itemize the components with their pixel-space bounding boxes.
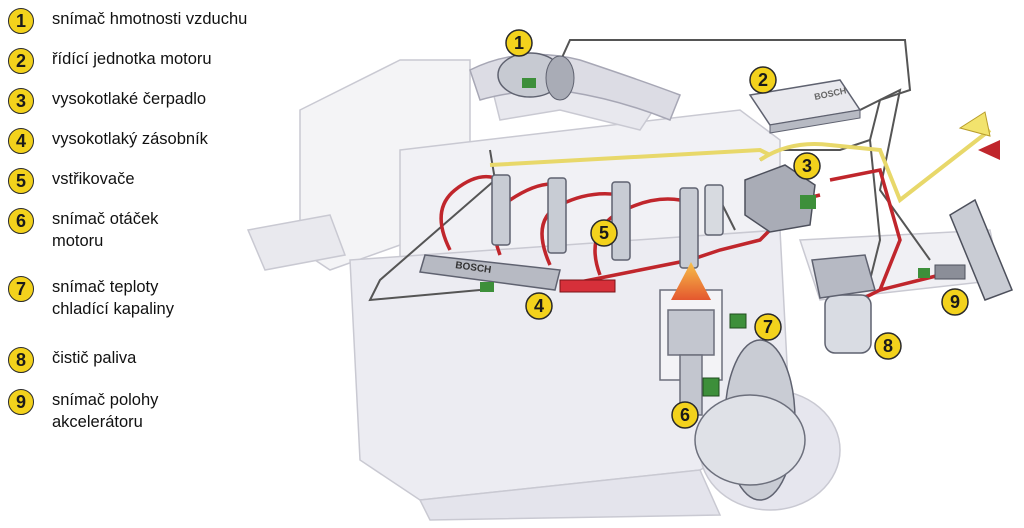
legend-badge: 8	[8, 347, 34, 373]
supply-arrow-icon	[978, 140, 1000, 160]
legend-item-injectors: 5 vstřikovače	[8, 168, 135, 194]
legend-badge: 2	[8, 48, 34, 74]
legend-item-ecu: 2 řídící jednotka motoru	[8, 48, 212, 74]
pressure-sensor	[559, 279, 616, 293]
fuel-return-line	[489, 128, 992, 204]
rail-brand-label: BOSCH	[455, 260, 492, 276]
rail-connector	[480, 282, 494, 292]
legend-label: vysokotlaké čerpadlo	[52, 90, 207, 108]
legend-label: vstřikovače	[52, 170, 135, 188]
common-rail-diagram: BOSCH BOSCH	[246, 29, 1013, 521]
legend-badge: 9	[8, 389, 34, 415]
legend-label: řídící jednotka motoru	[52, 50, 212, 68]
callout-2-number: 2	[758, 70, 768, 90]
callout-6-number: 6	[680, 405, 690, 425]
callout-5: 5	[590, 219, 618, 247]
callout-9: 9	[941, 288, 969, 316]
callout-2: 2	[749, 66, 777, 94]
callout-5-number: 5	[599, 223, 609, 243]
legend-item-hp-accumulator: 4 vysokotlaký zásobník	[8, 128, 208, 154]
callout-9-number: 9	[950, 292, 960, 312]
legend-item-coolant-temp-sensor: 7 snímač teploty chladící kapaliny	[8, 276, 174, 320]
legend-badge: 5	[8, 168, 34, 194]
legend-badge: 7	[8, 276, 34, 302]
legend-item-rpm-sensor: 6 snímač otáček motoru	[8, 208, 158, 252]
high-pressure-pump	[744, 164, 816, 233]
callout-8-number: 8	[883, 336, 893, 356]
accelerator-pedal	[918, 198, 1013, 301]
legend-badge: 6	[8, 208, 34, 234]
legend: 1 snímač hmotnosti vzduchu 2 řídící jedn…	[0, 0, 320, 528]
rpm-sensor	[702, 377, 720, 397]
legend-label: snímač otáček motoru	[52, 210, 159, 250]
callout-7: 7	[754, 313, 782, 341]
callout-8: 8	[874, 332, 902, 360]
legend-badge: 3	[8, 88, 34, 114]
fuel-filter	[811, 254, 876, 354]
callout-3-number: 3	[802, 156, 812, 176]
ecu: BOSCH	[748, 79, 862, 134]
callout-7-number: 7	[763, 317, 773, 337]
legend-label: snímač polohy akcelerátoru	[52, 391, 159, 431]
legend-badge: 1	[8, 8, 34, 34]
flywheel	[694, 339, 806, 501]
callout-1: 1	[505, 29, 533, 57]
legend-label: snímač teploty chladící kapaliny	[52, 278, 174, 318]
coolant-temp-sensor	[729, 313, 747, 329]
air-mass-sensor	[497, 52, 575, 101]
callout-4-number: 4	[534, 296, 544, 316]
legend-label: vysokotlaký zásobník	[52, 130, 208, 148]
callout-3: 3	[793, 152, 821, 180]
legend-item-accelerator-sensor: 9 snímač polohy akcelerátoru	[8, 389, 158, 433]
legend-label: čistič paliva	[52, 349, 137, 367]
legend-item-fuel-filter: 8 čistič paliva	[8, 347, 136, 373]
callout-1-number: 1	[514, 33, 524, 53]
callouts: 1 2 3 4 5 6 7 8	[505, 29, 969, 429]
legend-item-hp-pump: 3 vysokotlaké čerpadlo	[8, 88, 206, 114]
return-arrow-icon	[958, 111, 991, 137]
legend-label: snímač hmotnosti vzduchu	[52, 10, 248, 28]
cylinder	[659, 262, 723, 416]
wiring-harness	[368, 39, 931, 302]
legend-badge: 4	[8, 128, 34, 154]
legend-item-air-mass-sensor: 1 snímač hmotnosti vzduchu	[8, 8, 247, 34]
callout-4: 4	[525, 292, 553, 320]
injectors	[491, 174, 724, 269]
piston	[667, 309, 715, 356]
common-rail: BOSCH	[419, 254, 616, 293]
callout-6: 6	[671, 401, 699, 429]
